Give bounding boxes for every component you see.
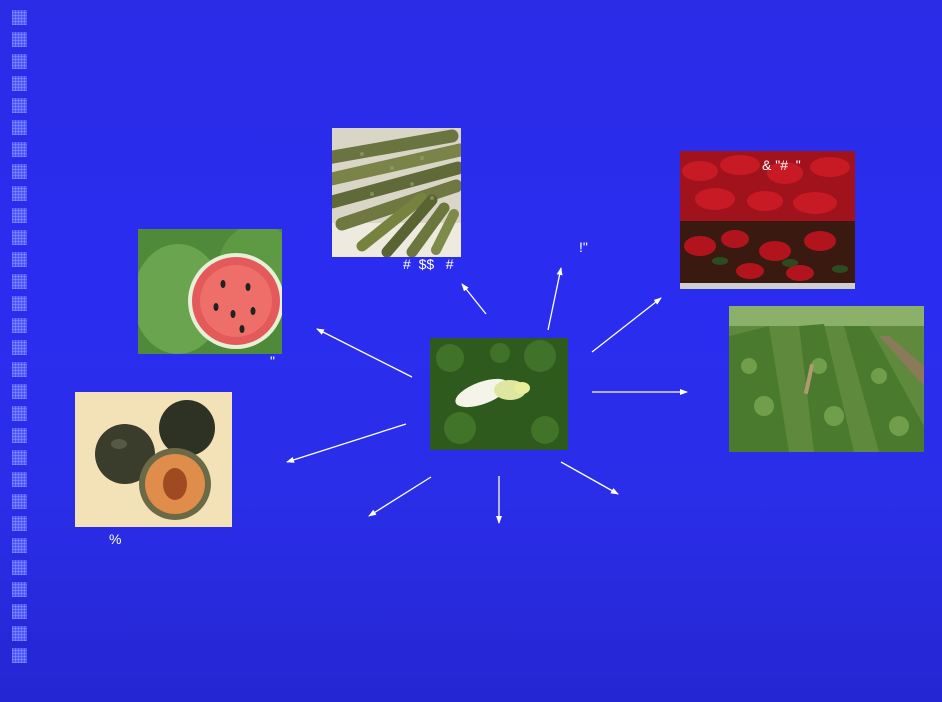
arrow-down-right (561, 462, 618, 494)
arrow-to-watermelon (317, 329, 412, 377)
watermelon-photo (138, 229, 282, 354)
watermelon-label: " (270, 354, 275, 368)
asparagus-photo (332, 128, 461, 257)
melon-photo (75, 392, 232, 527)
whitefly-photo (430, 338, 568, 450)
arrow-to-melon (287, 424, 406, 462)
asparagus-label: # $$ # (403, 257, 454, 271)
melon-label: % (109, 532, 121, 546)
arrow-to-weed (548, 268, 561, 330)
arrow-down-left (369, 477, 431, 516)
weed-label: !" (579, 240, 588, 254)
crop-field-photo (729, 306, 924, 452)
arrow-to-asparagus (462, 284, 486, 314)
poinsettia-label: & "# " (762, 158, 801, 172)
arrow-to-poinsettia (592, 298, 661, 352)
